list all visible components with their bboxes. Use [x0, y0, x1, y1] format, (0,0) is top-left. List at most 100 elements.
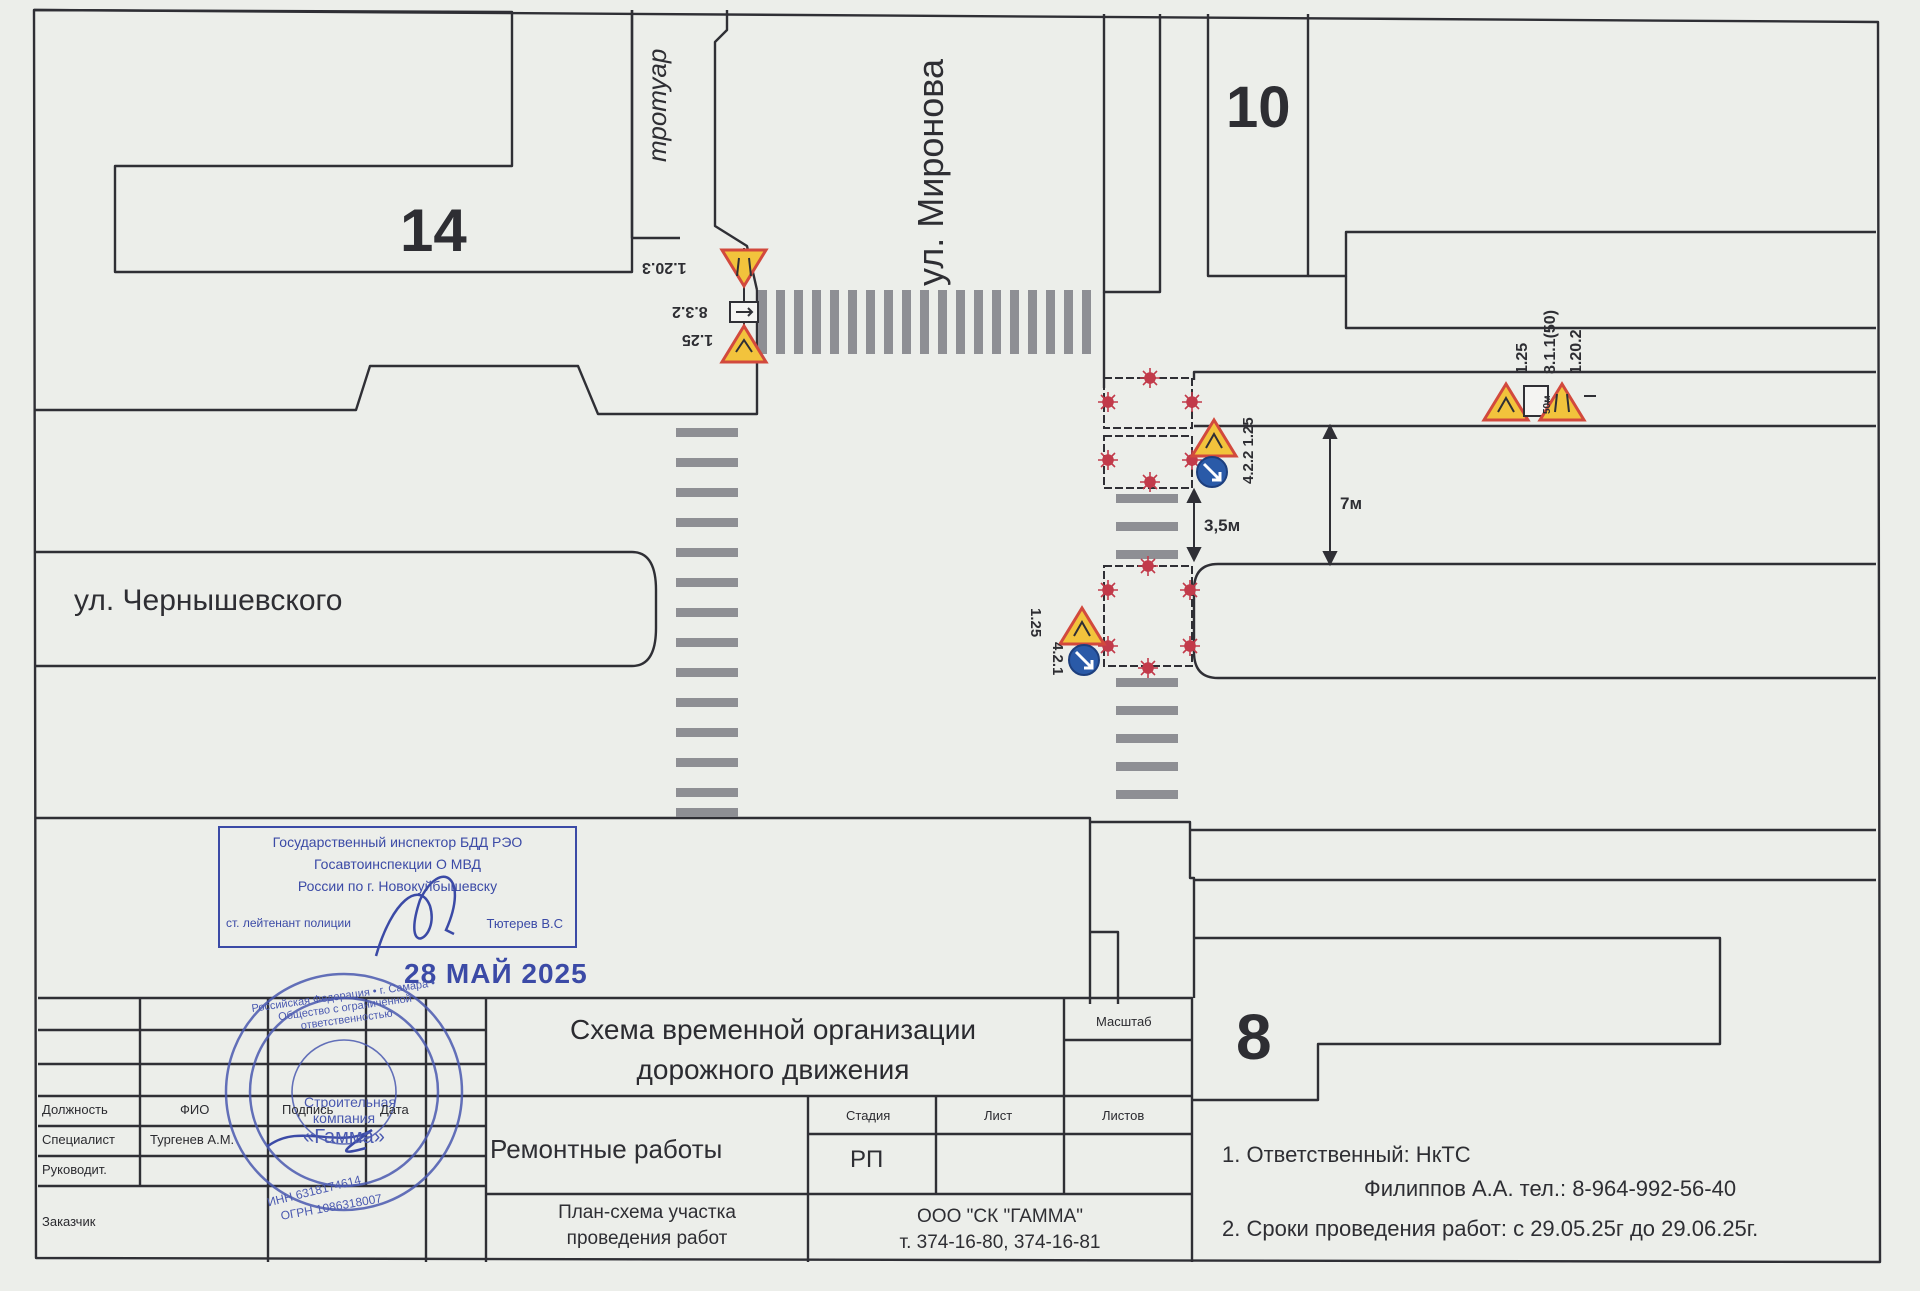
- drawing-frame: [32, 8, 1882, 1264]
- work-type: Ремонтные работы: [490, 1134, 723, 1164]
- document-title-line-2: дорожного движения: [636, 1054, 910, 1085]
- dimension-arrows-width: [1322, 423, 1338, 567]
- note-responsible-contact: Филиппов А.А. тел.: 8-964-992-56-40: [1364, 1176, 1737, 1201]
- stamp-line-3: России по г. Новокуйбышевску: [297, 878, 498, 894]
- ne-inner-edge: [1344, 276, 1876, 330]
- building-10-outline: [1206, 14, 1310, 278]
- seal-inner-1: Строительная: [304, 1094, 397, 1110]
- sheet-label: Лист: [984, 1108, 1013, 1123]
- document-title-line-1: Схема временной организации: [570, 1014, 976, 1045]
- sign-right-triangle: [1189, 417, 1239, 458]
- building-8-outline: [1192, 936, 1722, 1102]
- row-specialist-name: Тургенев А.М.: [150, 1132, 235, 1147]
- street-name-chernyshevskogo: ул. Чернышевского: [74, 584, 343, 617]
- hazard-lights: [1098, 368, 1202, 678]
- sign-label-nw-1: 1.20.3: [642, 259, 687, 276]
- east-road-median: [1192, 562, 1876, 680]
- south-road-edge: [1090, 820, 1876, 882]
- road-signs: [719, 248, 1596, 676]
- crosswalk-west: [676, 428, 738, 817]
- hazard-light: [1138, 658, 1158, 678]
- sign-label-right: 4.2.2 1.25: [1240, 417, 1257, 484]
- seal-inner-3: «Гамма»: [303, 1126, 385, 1148]
- ne-block-edge: [1308, 230, 1876, 278]
- title-block-frame: [38, 996, 1194, 1262]
- sign-label-nw-2: 8.3.2: [672, 303, 708, 320]
- document-title: Схема временной организации дорожного дв…: [486, 1010, 1060, 1090]
- stamp-line-1: Государственный инспектор БДД РЭО: [272, 834, 523, 850]
- sign-nw-bottom: [719, 323, 769, 364]
- sign-left-triangle: [1057, 605, 1107, 646]
- seal-outer-ring: [224, 972, 464, 1212]
- plan-caption-2: проведения работ: [566, 1228, 728, 1249]
- note-work-period: 2. Сроки проведения работ: с 29.05.25г д…: [1222, 1216, 1759, 1241]
- seal-center-ring: [291, 1039, 397, 1145]
- stamp-name: Тютерев В.С: [486, 916, 563, 931]
- column-name: ФИО: [180, 1102, 210, 1117]
- title-block-rows-top: [38, 1028, 486, 1066]
- column-position: Должность: [42, 1102, 108, 1117]
- sheets-label: Листов: [1102, 1108, 1145, 1123]
- row-customer-role: Заказчик: [42, 1214, 96, 1229]
- stage-value: РП: [850, 1146, 884, 1173]
- inspector-approval-stamp: Государственный инспектор БДД РЭО Госавт…: [218, 826, 577, 948]
- sign-ne-left: [1481, 381, 1531, 422]
- scale-cell: [1062, 998, 1192, 1096]
- hazard-light: [1140, 368, 1160, 388]
- note-responsible: 1. Ответственный: НкТС: [1222, 1142, 1471, 1167]
- crosswalk-east: [1116, 494, 1178, 799]
- sign-label-ne-3: 1.20.2: [1568, 329, 1585, 374]
- hazard-light: [1098, 450, 1118, 470]
- scale-label: Масштаб: [1096, 1014, 1152, 1029]
- column-signature: Подпись: [282, 1102, 334, 1117]
- crosswalks: [676, 290, 1178, 817]
- stamp-date: 28 МАЙ 2025: [404, 958, 588, 989]
- stage-cells: [486, 1096, 1192, 1262]
- stage-label: Стадия: [846, 1108, 891, 1123]
- sign-nw-top: [719, 248, 769, 289]
- dimension-lines: [1186, 423, 1338, 567]
- building-8-label: 8: [1236, 1001, 1272, 1073]
- curb-mironova-west: [713, 10, 759, 291]
- sign-label-left-2: 4.2.1: [1049, 642, 1066, 676]
- hazard-light: [1182, 392, 1202, 412]
- south-block-edge: [36, 816, 1092, 1004]
- hazard-light: [1180, 580, 1200, 600]
- title-block-cols: [138, 998, 488, 1262]
- nw-block-edge: [34, 290, 759, 416]
- sign-label-ne-1: 1.25: [1514, 342, 1531, 374]
- sign-right-blue: [1196, 456, 1228, 488]
- inspector-signature-mark: [374, 875, 457, 957]
- sign-plate-nw: [729, 301, 759, 323]
- hazard-light: [1140, 472, 1160, 492]
- company-seal: [224, 972, 464, 1212]
- plan-caption-1: План-схема участка: [558, 1202, 736, 1223]
- sign-label-ne-2: 8.1.1(50): [1542, 309, 1559, 374]
- company-name: ООО "СК "ГАММА": [917, 1206, 1083, 1227]
- hazard-light: [1098, 392, 1118, 412]
- row-manager-role: Руководит.: [42, 1162, 107, 1177]
- hazard-light: [1098, 636, 1118, 656]
- hazard-light: [1098, 580, 1118, 600]
- building-14-label: 14: [400, 197, 467, 264]
- hazard-light: [1138, 556, 1158, 576]
- street-name-mironova: ул. Миронова: [910, 58, 951, 286]
- dimension-arrows-gap: [1186, 487, 1202, 563]
- sign-label-nw-3: 1.25: [682, 331, 714, 348]
- building-10-label: 10: [1226, 75, 1291, 140]
- seal-inner-ring: [248, 996, 440, 1188]
- company-phone: т. 374-16-80, 374-16-81: [899, 1232, 1101, 1253]
- building-14-outline: [33, 8, 634, 274]
- south-step: [1090, 930, 1120, 1004]
- sign-ne-right: [1537, 381, 1587, 422]
- chernyshevskogo-median: [36, 550, 658, 668]
- sign-label-left-1: 1.25: [1027, 608, 1044, 638]
- column-date: Дата: [380, 1102, 409, 1117]
- east-road-north-curb: [1192, 370, 1876, 380]
- dimension-gap-label: 3,5м: [1204, 516, 1241, 535]
- sign-left-blue: [1068, 644, 1100, 676]
- seal-inner-2: компания: [312, 1110, 376, 1126]
- sidewalk-label: тротуар: [642, 48, 672, 162]
